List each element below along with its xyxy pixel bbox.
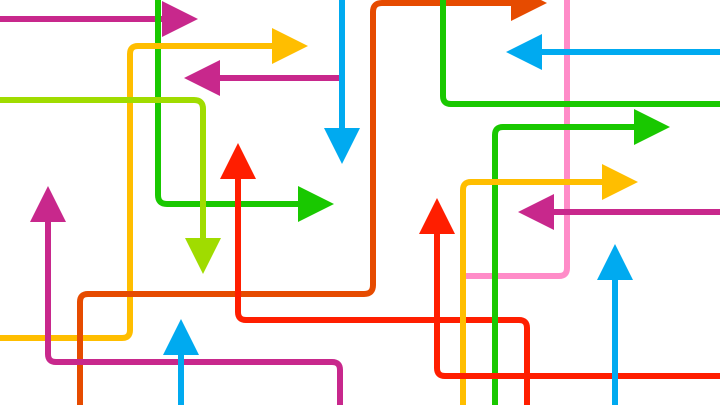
orange-arrow-long-path xyxy=(77,0,547,405)
green-arrow-right-elbow xyxy=(492,109,670,405)
red-arrow-center-up xyxy=(220,143,530,405)
magenta-arrow-bottom-left-up xyxy=(29,186,343,405)
green-arrow-left-elbow xyxy=(155,0,334,222)
pink-line-right xyxy=(463,0,570,279)
red-arrow-right-up xyxy=(419,198,720,379)
yellow-arrow-left-elbow xyxy=(0,28,308,341)
yellow-arrow-right-elbow xyxy=(460,164,638,405)
green-arrow-right-loop xyxy=(440,0,720,107)
lime-arrow-down-elbow xyxy=(0,97,221,274)
